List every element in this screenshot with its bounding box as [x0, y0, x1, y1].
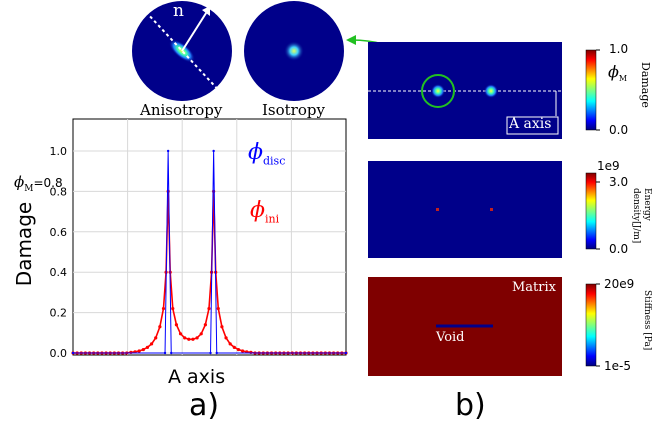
data-point-ini — [158, 325, 162, 329]
anisotropy-circle — [132, 1, 232, 101]
series-disc — [71, 149, 348, 355]
anisotropy-axis-line — [145, 11, 225, 97]
data-point-disc — [166, 149, 170, 153]
phi-symbol: ϕ — [608, 62, 619, 81]
data-point-disc — [170, 351, 173, 355]
energy-field — [368, 161, 562, 258]
colorbar-stiffness — [585, 283, 597, 367]
phi-symbol: ϕ — [248, 140, 263, 165]
x-axis-label: A axis — [168, 366, 226, 388]
data-point-ini — [240, 349, 245, 353]
data-point-disc — [163, 351, 167, 355]
energy-cb-label: Energy density[J/m] — [631, 188, 652, 244]
y-ticks: 0.0 0.2 0.4 0.6 0.8 1.0 — [50, 145, 68, 360]
y-tick-label: 0.6 — [50, 226, 68, 239]
isotropy-circle — [244, 1, 344, 101]
data-point-ini — [207, 306, 211, 311]
series-layer — [71, 149, 348, 355]
phi-m-subscript: M — [618, 74, 628, 84]
phi-ini-label: ϕini — [250, 198, 279, 225]
energy-cb-bottom: 0.0 — [609, 242, 629, 256]
zoom-circle — [421, 74, 455, 108]
data-point-ini — [174, 323, 179, 327]
data-point-ini — [149, 342, 154, 346]
data-point-disc — [209, 351, 212, 355]
data-point-ini — [187, 337, 191, 341]
ini-subscript: ini — [265, 212, 280, 226]
isotropy-label: Isotropy — [262, 101, 325, 119]
data-point-ini — [137, 349, 141, 353]
data-point-ini — [161, 306, 166, 311]
data-point-disc — [71, 351, 75, 355]
damage-cb-symbol: ϕM — [608, 62, 627, 83]
energy-cb-top: 3.0 — [609, 175, 629, 189]
plot-area — [72, 118, 347, 356]
data-point-ini — [216, 306, 220, 311]
colorbar-energy — [585, 172, 597, 250]
data-point-ini — [203, 323, 207, 327]
data-point-ini — [154, 336, 158, 340]
stiffness-cb-label: Stiffness [Pa] — [642, 290, 652, 351]
data-point-ini — [141, 347, 145, 352]
normal-vector-label: n — [173, 1, 184, 21]
data-point-ini — [129, 350, 133, 354]
phi-disc-label: ϕdisc — [248, 140, 285, 167]
panel-a-label: a) — [189, 388, 220, 423]
y-axis-label: Damage — [12, 201, 37, 287]
matrix-label: Matrix — [512, 280, 556, 295]
phi-symbol: ϕ — [14, 173, 25, 191]
normal-vector-arrow — [181, 9, 209, 52]
data-point-disc — [215, 351, 218, 355]
damage-cb-top: 1.0 — [609, 42, 629, 56]
a-axis-box-label: A axis — [509, 116, 552, 132]
phi-m-subscript: M — [24, 184, 34, 194]
stiffness-cb-bottom: 1e-5 — [604, 359, 631, 373]
y-tick-label: 0.2 — [50, 307, 68, 320]
colorbar-damage — [585, 49, 597, 131]
data-point-disc — [212, 149, 215, 153]
panel-b-label: b) — [455, 388, 486, 423]
data-point-disc — [344, 351, 348, 355]
y-tick-label: 1.0 — [50, 145, 68, 158]
y-tick-label: 0.8 — [50, 185, 68, 198]
damage-cb-label: Damage — [639, 62, 652, 108]
data-point-ini — [171, 306, 175, 311]
anisotropy-label: Anisotropy — [140, 101, 223, 119]
energy-cb-scale: 1e9 — [597, 159, 620, 173]
data-point-ini — [249, 350, 253, 354]
data-point-ini — [191, 337, 195, 341]
phi-m-symbol: ϕM=0.8 — [14, 173, 63, 194]
data-point-ini — [199, 332, 203, 336]
data-point-ini — [220, 325, 224, 329]
stiffness-cb-top: 20e9 — [604, 277, 635, 291]
series-line-disc — [73, 150, 346, 354]
data-point-ini — [183, 336, 187, 340]
data-point-ini — [195, 336, 199, 340]
data-point-ini — [224, 336, 228, 340]
phi-m-value: =0.8 — [33, 176, 63, 190]
disc-subscript: disc — [263, 154, 286, 168]
y-tick-label: 0.4 — [50, 266, 68, 279]
y-tick-label: 0.0 — [50, 347, 68, 360]
void-label: Void — [436, 330, 465, 345]
data-point-ini — [145, 345, 150, 349]
data-point-ini — [228, 342, 232, 346]
phi-symbol: ϕ — [250, 198, 265, 223]
data-point-ini — [178, 332, 183, 336]
damage-cb-bottom: 0.0 — [609, 123, 629, 137]
data-point-ini — [236, 347, 241, 352]
data-point-ini — [232, 345, 236, 349]
